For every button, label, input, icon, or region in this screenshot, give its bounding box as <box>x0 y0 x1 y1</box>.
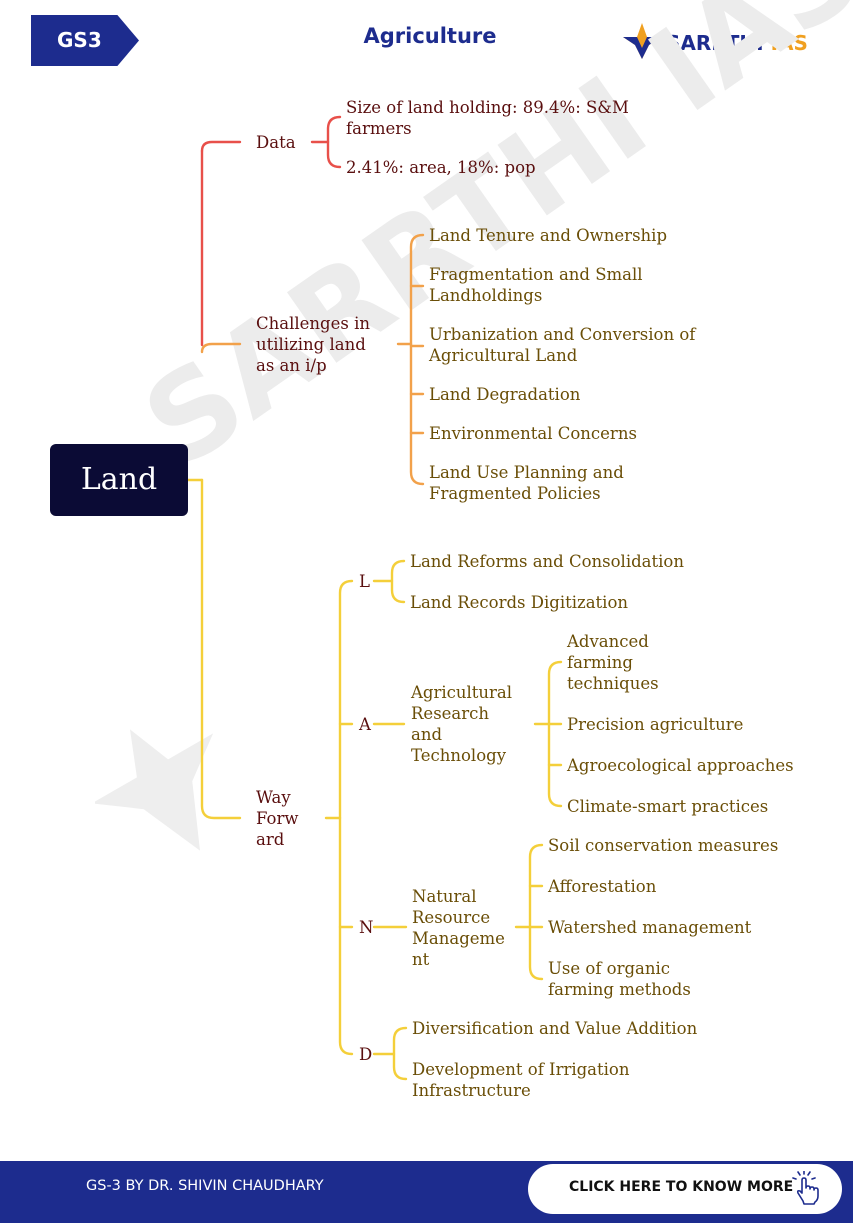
data-item-area-pop: 2.41%: area, 18%: pop <box>346 158 536 177</box>
d-item: Diversification and Value Addition <box>412 1019 698 1038</box>
data-item-land-holding: Size of land holding: 89.4%: S&M farmers <box>346 98 629 138</box>
pointer-hand-icon <box>792 1171 819 1205</box>
node-agri-research: Agricultural Research and Technology <box>411 683 513 765</box>
l-item: Land Reforms and Consolidation <box>410 552 684 571</box>
a-item: Precision agriculture <box>567 715 744 734</box>
brand-logo[interactable]: SARRTHI IAS <box>622 22 822 62</box>
a-item: Advanced farming techniques <box>567 632 659 693</box>
node-challenges: Challenges in utilizing land as an i/p <box>256 314 370 375</box>
node-data: Data <box>256 133 296 152</box>
brand-name: SARRTHI IAS <box>666 31 808 55</box>
brand-main: SARRTHI <box>666 31 764 55</box>
a-item: Agroecological approaches <box>567 756 794 775</box>
know-more-label: CLICK HERE TO KNOW MORE <box>569 1179 794 1195</box>
watermark-logo <box>95 729 214 851</box>
challenge-item: Fragmentation and Small Landholdings <box>429 265 643 305</box>
page-title: Agriculture <box>363 24 497 48</box>
d-item: Development of Irrigation Infrastructure <box>412 1060 630 1100</box>
challenge-item: Land Degradation <box>429 385 581 404</box>
challenge-item: Environmental Concerns <box>429 424 637 443</box>
challenge-item: Urbanization and Conversion of Agricultu… <box>429 325 696 365</box>
brand-accent: IAS <box>770 31 808 55</box>
node-way-forward: Way Forw ard <box>256 788 299 849</box>
node-letter-n: N <box>359 918 374 937</box>
challenge-item: Land Tenure and Ownership <box>429 226 668 245</box>
footer-author: GS-3 BY DR. SHIVIN CHAUDHARY <box>86 1178 324 1194</box>
n-item: Use of organic farming methods <box>548 959 691 999</box>
challenge-item: Land Use Planning and Fragmented Policie… <box>429 463 624 503</box>
n-item: Afforestation <box>548 877 657 896</box>
gs3-badge: GS3 <box>31 15 139 66</box>
node-letter-a: A <box>359 715 371 734</box>
node-letter-d: D <box>359 1045 373 1064</box>
n-item: Watershed management <box>548 918 752 937</box>
star-logo-icon <box>623 23 661 59</box>
a-item: Climate-smart practices <box>567 797 769 816</box>
node-letter-l: L <box>359 572 370 591</box>
node-natural-resource: Natural Resource Manageme nt <box>412 887 505 969</box>
n-item: Soil conservation measures <box>548 836 779 855</box>
know-more-button[interactable]: CLICK HERE TO KNOW MORE <box>528 1164 842 1214</box>
root-node-land: Land <box>50 444 188 516</box>
footer-bar: GS-3 BY DR. SHIVIN CHAUDHARY CLICK HERE … <box>0 1161 853 1223</box>
l-item: Land Records Digitization <box>410 593 629 612</box>
